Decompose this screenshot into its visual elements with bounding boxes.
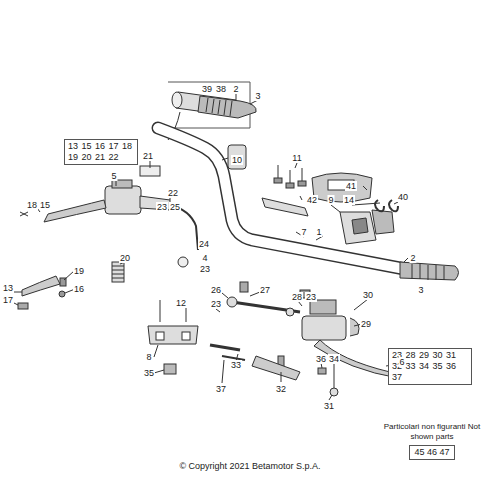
callout-number: 13 bbox=[2, 283, 14, 293]
callout-number: 8 bbox=[145, 352, 152, 362]
part-number-list: 13 15 16 17 18 19 20 21 22 bbox=[64, 139, 138, 165]
callout-box: Particolari non figuranti Not shown part… bbox=[382, 422, 482, 460]
callout-number: 22 bbox=[167, 188, 179, 198]
callout-number: 15 bbox=[39, 200, 51, 210]
callout-number: 33 bbox=[230, 360, 242, 370]
callout-number: 23 bbox=[305, 292, 317, 302]
callout-number: 4 bbox=[201, 253, 208, 263]
callout-number: 35 bbox=[143, 368, 155, 378]
callout-number: 38 bbox=[215, 84, 227, 94]
callout-number: 21 bbox=[142, 151, 154, 161]
callout-number: 10 bbox=[231, 155, 243, 165]
callout-number: 30 bbox=[362, 290, 374, 300]
callout-number: 23 bbox=[156, 202, 168, 212]
callout-number: 36 bbox=[315, 354, 327, 364]
callout-number: 19 bbox=[73, 266, 85, 276]
callout-number: 42 bbox=[306, 195, 318, 205]
callout-number: 37 bbox=[215, 384, 227, 394]
callout-number: 2 bbox=[409, 253, 416, 263]
callout-number: 32 bbox=[275, 384, 287, 394]
callout-number: 40 bbox=[397, 192, 409, 202]
callout-number: 24 bbox=[198, 239, 210, 249]
callout-number: 23 bbox=[210, 299, 222, 309]
callout-number: 5 bbox=[110, 171, 117, 181]
callout-number: 27 bbox=[259, 285, 271, 295]
callout-number: 16 bbox=[73, 284, 85, 294]
callout-box: 13 15 16 17 18 19 20 21 22 bbox=[64, 139, 138, 165]
part-number-list: 45 46 47 bbox=[409, 445, 454, 460]
callout-number: 23 bbox=[199, 264, 211, 274]
copyright-note: © Copyright 2021 Betamotor S.p.A. bbox=[178, 461, 321, 471]
callout-number: 18 bbox=[26, 200, 38, 210]
note-heading: Particolari non figuranti Not shown part… bbox=[382, 422, 482, 442]
callout-number: 39 bbox=[201, 84, 213, 94]
callout-number: 26 bbox=[210, 285, 222, 295]
callout-number: 7 bbox=[300, 227, 307, 237]
callout-number: 3 bbox=[254, 91, 261, 101]
callout-number: 6 bbox=[398, 357, 405, 367]
callout-number: 34 bbox=[328, 354, 340, 364]
callout-number: 3 bbox=[417, 285, 424, 295]
callout-number: 1 bbox=[315, 227, 322, 237]
callout-number: 11 bbox=[291, 153, 302, 163]
callout-number: 17 bbox=[2, 295, 14, 305]
callout-number: 9 bbox=[327, 195, 334, 205]
callout-number: 2 bbox=[232, 84, 239, 94]
callout-number: 14 bbox=[343, 195, 355, 205]
callout-number: 29 bbox=[360, 319, 372, 329]
callout-number: 31 bbox=[323, 401, 335, 411]
callout-number: 41 bbox=[345, 181, 357, 191]
callout-number: 28 bbox=[291, 292, 303, 302]
callout-number: 20 bbox=[119, 253, 131, 263]
callout-number: 12 bbox=[175, 298, 187, 308]
callout-number: 25 bbox=[169, 202, 181, 212]
